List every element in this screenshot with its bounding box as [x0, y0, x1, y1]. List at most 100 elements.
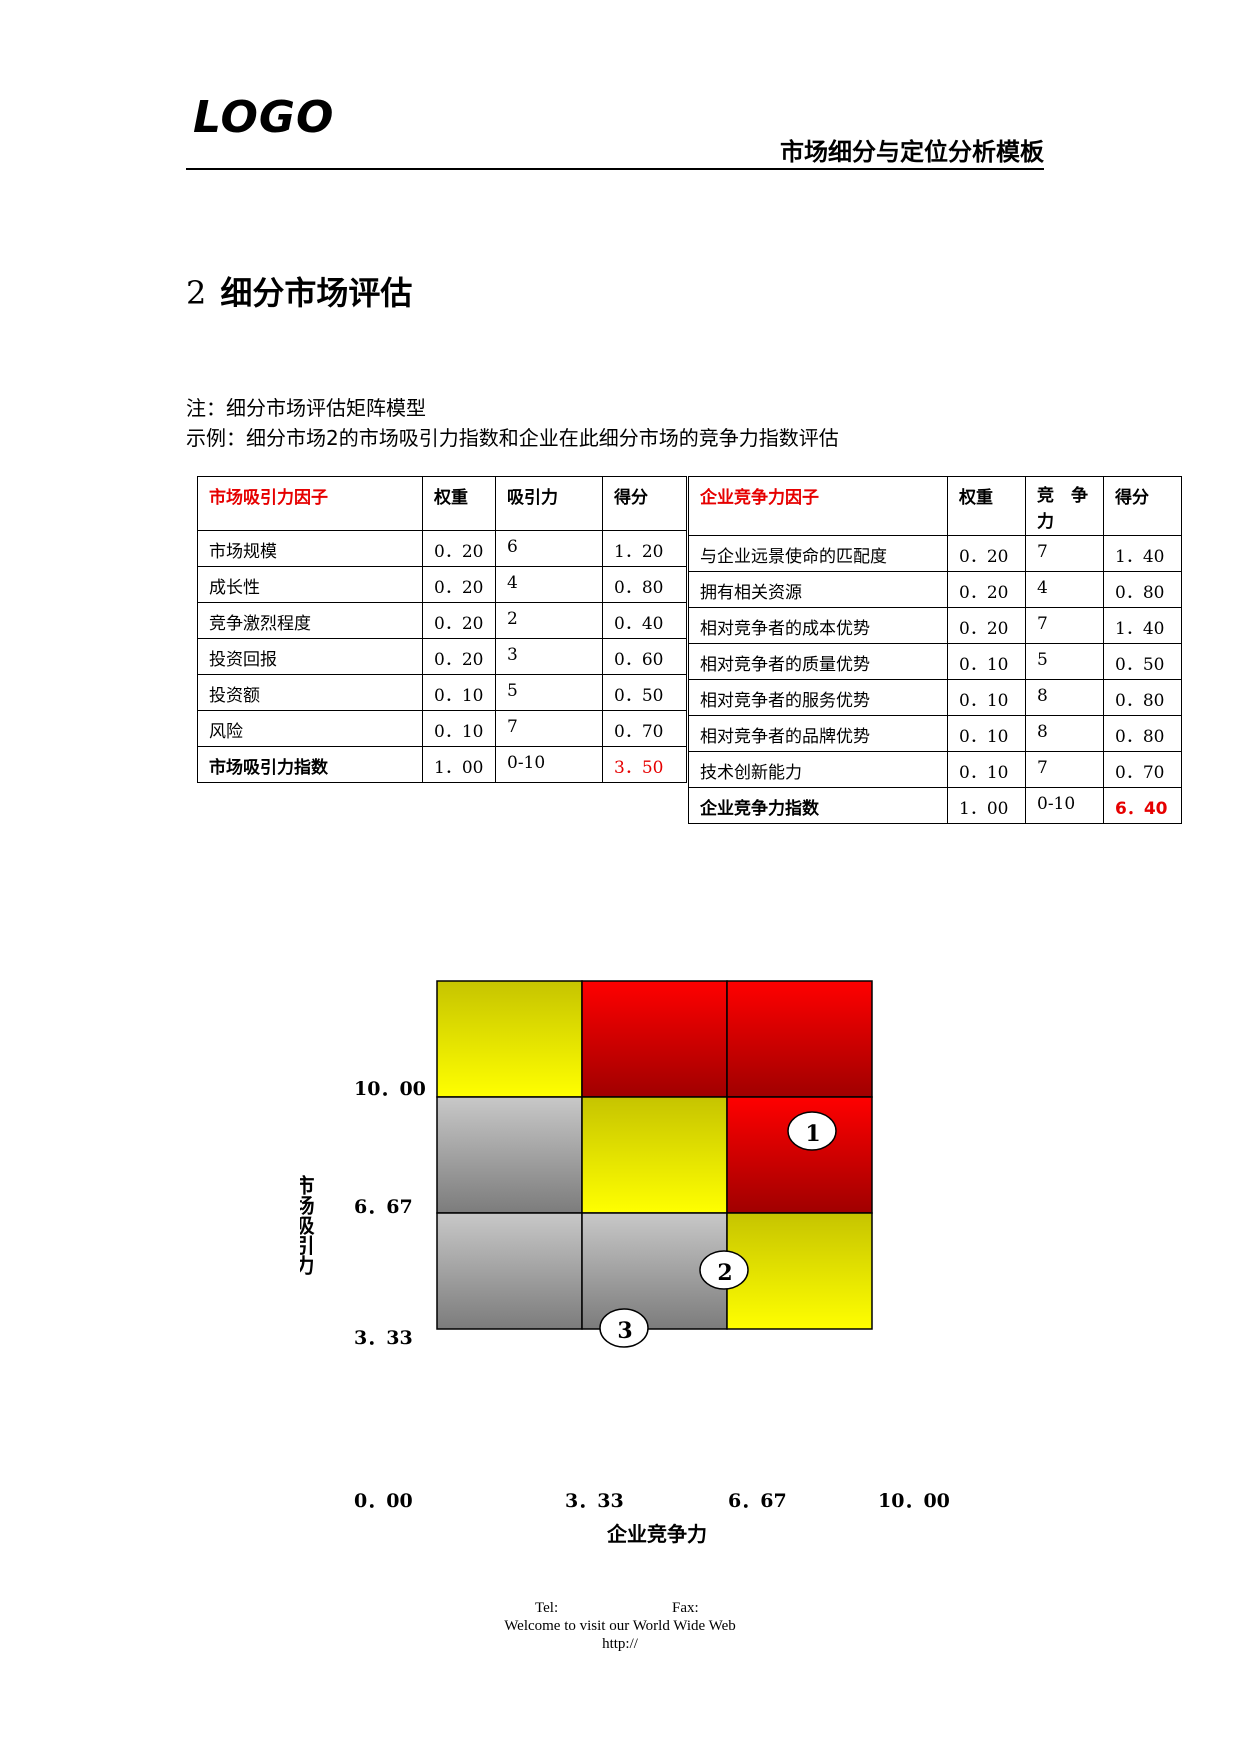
total-weight-cell: 1．00 [947, 787, 1026, 824]
score-cell: 1．20 [602, 530, 687, 567]
header-cell: 得分 [1103, 476, 1182, 536]
segment-marker-label: 2 [717, 1260, 732, 1286]
matrix-cell-yellow [436, 980, 583, 1098]
score-cell: 0．80 [1103, 571, 1182, 608]
factor-cell: 相对竞争者的质量优势 [688, 643, 948, 680]
header-cell: 权重 [422, 476, 496, 531]
weight-cell: 0．20 [947, 571, 1026, 608]
total-score-cell: 6．40 [1103, 787, 1182, 824]
matrix-cell-gray [436, 1096, 583, 1214]
factor-cell: 风险 [197, 710, 423, 747]
logo: LOGO [193, 92, 335, 143]
total-weight-cell: 1．00 [422, 746, 496, 783]
matrix-cell-yellow [581, 1096, 728, 1214]
rating-cell: 2 [495, 602, 603, 639]
segment-marker: 3 [599, 1308, 649, 1348]
score-cell: 1．40 [1103, 535, 1182, 572]
x-tick-label: 3．33 [565, 1490, 624, 1512]
weight-cell: 0．10 [947, 643, 1026, 680]
table-row: 相对竞争者的品牌优势 0．10 8 0．80 [688, 715, 1182, 752]
table-row: 相对竞争者的成本优势 0．20 7 1．40 [688, 607, 1182, 644]
score-cell: 0．50 [602, 674, 687, 711]
total-label-cell: 企业竞争力指数 [688, 787, 948, 824]
factor-cell: 相对竞争者的成本优势 [688, 607, 948, 644]
table-row: 竞争激烈程度 0．20 2 0．40 [197, 602, 687, 639]
table-row: 风险 0．10 7 0．70 [197, 710, 687, 747]
header-cell: 市场吸引力因子 [197, 476, 423, 531]
y-tick-label: 6．67 [354, 1196, 413, 1218]
total-label-cell: 市场吸引力指数 [197, 746, 423, 783]
score-cell: 1．40 [1103, 607, 1182, 644]
factor-cell: 技术创新能力 [688, 751, 948, 788]
score-cell: 0．70 [602, 710, 687, 747]
weight-cell: 0．20 [422, 638, 496, 675]
table-row: 技术创新能力 0．10 7 0．70 [688, 751, 1182, 788]
y-tick-label: 10．00 [354, 1078, 426, 1100]
factor-cell: 拥有相关资源 [688, 571, 948, 608]
matrix-cell-red [581, 980, 728, 1098]
table-row: 成长性 0．20 4 0．80 [197, 566, 687, 603]
rating-cell: 7 [1025, 535, 1104, 572]
factor-cell: 投资回报 [197, 638, 423, 675]
table-row: 相对竞争者的质量优势 0．10 5 0．50 [688, 643, 1182, 680]
weight-cell: 0．10 [422, 710, 496, 747]
factor-cell: 与企业远景使命的匹配度 [688, 535, 948, 572]
attractiveness-table: 市场吸引力因子 权重 吸引力 得分 市场规模 0．20 6 1．20 成长性 0… [197, 476, 687, 783]
table-header-row: 市场吸引力因子 权重 吸引力 得分 [197, 476, 687, 531]
header-cell-line: 力 [1037, 512, 1054, 532]
rating-cell: 7 [495, 710, 603, 747]
factor-cell: 相对竞争者的服务优势 [688, 679, 948, 716]
total-range-cell: 0-10 [495, 746, 603, 783]
y-tick-label: 3．33 [354, 1327, 413, 1349]
competitiveness-table: 企业竞争力因子 权重 竞 争 力 得分 与企业远景使命的匹配度 0．20 7 1… [688, 476, 1182, 824]
factor-cell: 竞争激烈程度 [197, 602, 423, 639]
weight-cell: 0．20 [422, 530, 496, 567]
rating-cell: 4 [495, 566, 603, 603]
document-title: 市场细分与定位分析模板 [780, 138, 1044, 166]
weight-cell: 0．10 [947, 715, 1026, 752]
table-total-row: 企业竞争力指数 1．00 0-10 6．40 [688, 787, 1182, 824]
section-title: 细分市场评估 [220, 274, 413, 312]
table-total-row: 市场吸引力指数 1．00 0-10 3．50 [197, 746, 687, 783]
segment-marker: 2 [699, 1250, 749, 1290]
score-cell: 0．80 [1103, 679, 1182, 716]
rating-cell: 8 [1025, 715, 1104, 752]
score-cell: 0．60 [602, 638, 687, 675]
total-score-cell: 3．50 [602, 746, 687, 783]
x-axis-title: 企业竞争力 [606, 1522, 707, 1546]
factor-cell: 投资额 [197, 674, 423, 711]
weight-cell: 0．20 [947, 535, 1026, 572]
table-row: 相对竞争者的服务优势 0．10 8 0．80 [688, 679, 1182, 716]
rating-cell: 7 [1025, 607, 1104, 644]
factor-cell: 相对竞争者的品牌优势 [688, 715, 948, 752]
score-cell: 0．80 [1103, 715, 1182, 752]
footer-fax: Fax: [672, 1600, 699, 1616]
matrix-cells [436, 980, 873, 1330]
score-cell: 0．80 [602, 566, 687, 603]
x-tick-label: 6．67 [728, 1490, 787, 1512]
weight-cell: 0．20 [422, 566, 496, 603]
score-cell: 0．50 [1103, 643, 1182, 680]
table-row: 拥有相关资源 0．20 4 0．80 [688, 571, 1182, 608]
rating-cell: 7 [1025, 751, 1104, 788]
footer-tel: Tel: [535, 1600, 559, 1616]
weight-cell: 0．20 [947, 607, 1026, 644]
footer-welcome: Welcome to visit our World Wide Web [504, 1618, 736, 1634]
table-row: 市场规模 0．20 6 1．20 [197, 530, 687, 567]
matrix-cell-red [726, 980, 873, 1098]
table-header-row: 企业竞争力因子 权重 竞 争 力 得分 [688, 476, 1182, 536]
rating-cell: 6 [495, 530, 603, 567]
header-cell: 得分 [602, 476, 687, 531]
rating-cell: 5 [1025, 643, 1104, 680]
table-row: 投资额 0．10 5 0．50 [197, 674, 687, 711]
evaluation-matrix: 10．00 6．67 3．33 市场吸引力 0．00 3．33 6．67 10．… [300, 980, 950, 1546]
weight-cell: 0．20 [422, 602, 496, 639]
weight-cell: 0．10 [947, 679, 1026, 716]
total-range-cell: 0-10 [1025, 787, 1104, 824]
header-cell: 权重 [947, 476, 1026, 536]
segment-marker-label: 1 [805, 1121, 820, 1147]
x-tick-label: 10．00 [878, 1490, 950, 1512]
matrix-cell-yellow [726, 1212, 873, 1330]
header-rule [186, 168, 1044, 170]
